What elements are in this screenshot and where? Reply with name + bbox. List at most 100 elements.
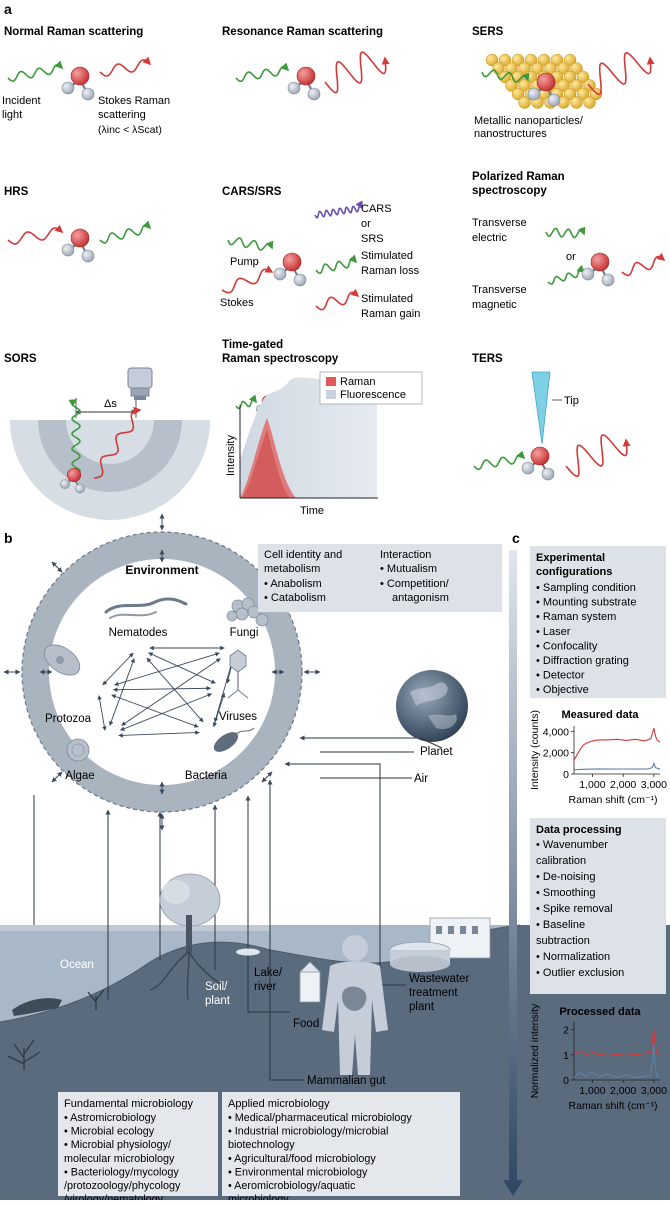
intensity-axis-label: Intensity: [225, 435, 237, 476]
cell-box-title-1: Cell identity and: [264, 549, 342, 561]
molecule-icon: [61, 228, 95, 263]
applied-item: • Industrial microbiology/microbial: [228, 1126, 388, 1138]
experimental-item: • Objective: [536, 684, 589, 696]
series-line-0: [573, 1029, 661, 1056]
series-line-1: [573, 761, 661, 771]
hrs-cell: HRS: [4, 186, 152, 263]
te-label-2: electric: [472, 232, 507, 244]
fundamental-item: • Microbial physiology/: [64, 1139, 171, 1151]
y-tick-label: 1: [563, 1050, 569, 1062]
y-axis-label: Intensity (counts): [529, 710, 541, 790]
experimental-item: • Confocality: [536, 640, 598, 652]
offset-label: Δs: [104, 398, 117, 410]
nematode-icon: [104, 597, 188, 614]
timegated-title-2: Raman spectroscopy: [222, 353, 339, 365]
processing-item: • Smoothing: [536, 887, 596, 899]
polarized-title-1: Polarized Raman: [472, 171, 565, 183]
gain-label-2: Raman gain: [361, 308, 420, 320]
stokes-label-3: (λinc < λScat): [98, 124, 162, 136]
organism-bacteria: Bacteria: [185, 770, 228, 782]
interaction-network: [97, 645, 237, 738]
series-line-1: [573, 1044, 661, 1079]
lake-label-2: river: [254, 981, 277, 993]
applied-item: • Environmental microbiology: [228, 1166, 368, 1178]
cars-wave: [314, 200, 363, 219]
processing-item: • Outlier exclusion: [536, 967, 624, 979]
squid-icon: [12, 998, 62, 1016]
tm-wave: [547, 264, 586, 285]
loss-label-1: Stimulated: [361, 250, 413, 262]
environment-label: Environment: [125, 563, 198, 577]
tip-label: Tip: [564, 395, 579, 407]
time-gated-cell: Time-gated Raman spectroscopy Intensity …: [222, 339, 423, 517]
interaction-item-1: • Mutualism: [380, 563, 437, 575]
legend-swatch-fluorescence: [326, 390, 336, 399]
stokes-label-1: Stokes Raman: [98, 95, 170, 107]
applied-item: • Aeromicrobiology/aquatic: [228, 1180, 356, 1192]
virus-icon: [227, 649, 249, 699]
y-tick-label: 2,000: [543, 748, 569, 760]
scattered-wave: [93, 406, 142, 479]
hyper-raman-wave: [99, 220, 152, 244]
processing-item: subtraction: [536, 935, 590, 947]
gut-label: Mammalian gut: [307, 1075, 386, 1087]
workflow-arrow: [503, 550, 523, 1196]
coral-icon: [7, 989, 105, 1070]
molecule-icon: [273, 252, 307, 287]
processing-box: Data processing • Wavenumber calibration…: [530, 818, 666, 994]
algae-icon: [66, 738, 90, 762]
resonance-raman-cell: Resonance Raman scattering: [222, 26, 390, 101]
panel-a-label: a: [4, 1, 12, 17]
x-tick-label: 2,000: [610, 779, 636, 791]
fundamental-item: • Microbial ecology: [64, 1126, 155, 1138]
interaction-item-2: • Competition/: [380, 578, 450, 590]
incident-wave: [481, 69, 530, 83]
ters-title: TERS: [472, 353, 503, 365]
lake-label-1: Lake/: [254, 967, 283, 979]
te-label-1: Transverse: [472, 217, 527, 229]
cell-interaction-box: Cell identity and metabolism • Anabolism…: [258, 544, 502, 612]
cell-box-item-1: • Anabolism: [264, 578, 322, 590]
food-label: Food: [293, 1018, 319, 1030]
legend-swatch-raman: [326, 377, 336, 386]
processed-title: Processed data: [559, 1006, 641, 1018]
fundamental-item: • Bacteriology/mycology: [64, 1166, 179, 1178]
stokes-wave: [221, 265, 274, 294]
applied-item: • Agricultural/food microbiology: [228, 1153, 376, 1165]
interaction-item-3: antagonism: [392, 592, 449, 604]
molecule-icon: [527, 72, 561, 107]
tree-icon: [149, 873, 227, 1001]
processing-item: • Normalization: [536, 951, 610, 963]
incident-label-2: light: [2, 109, 22, 121]
y-tick-label: 0: [563, 769, 569, 781]
food-icon: [299, 961, 321, 1003]
fundamental-box: Fundamental microbiology • Astromicrobio…: [58, 1092, 218, 1205]
pump-wave: [227, 237, 274, 251]
applied-item: biotechnology: [228, 1139, 295, 1151]
cars-srs-cell: CARS/SRS Pump Stokes CARS or SRS Stimula…: [220, 186, 420, 320]
fundamental-title: Fundamental microbiology: [64, 1098, 194, 1110]
measured-title: Measured data: [561, 709, 639, 721]
organism-fungi: Fungi: [230, 627, 259, 639]
te-wave: [545, 226, 586, 239]
normal-raman-title: Normal Raman scattering: [4, 26, 143, 38]
cars-label-1: CARS: [361, 203, 392, 215]
human-icon: [322, 935, 388, 1075]
sers-wave: [587, 51, 655, 96]
pump-label: Pump: [230, 256, 259, 268]
stokes-label-2: scattering: [98, 109, 146, 121]
objective-lens-icon: [127, 367, 153, 400]
applied-item: microbiology: [228, 1194, 289, 1200]
fungi-icon: [226, 597, 269, 627]
applied-title: Applied microbiology: [228, 1098, 330, 1110]
sers-title: SERS: [472, 26, 504, 38]
processing-item: • Wavenumber: [536, 839, 608, 851]
raman-gain-wave: [315, 288, 360, 311]
wastewater-label-1: Wastewater: [409, 973, 469, 985]
environment-circle: Environment: [3, 513, 321, 831]
gain-label-1: Stimulated: [361, 293, 413, 305]
legend-box: [319, 371, 423, 405]
incident-wave: [7, 224, 64, 245]
